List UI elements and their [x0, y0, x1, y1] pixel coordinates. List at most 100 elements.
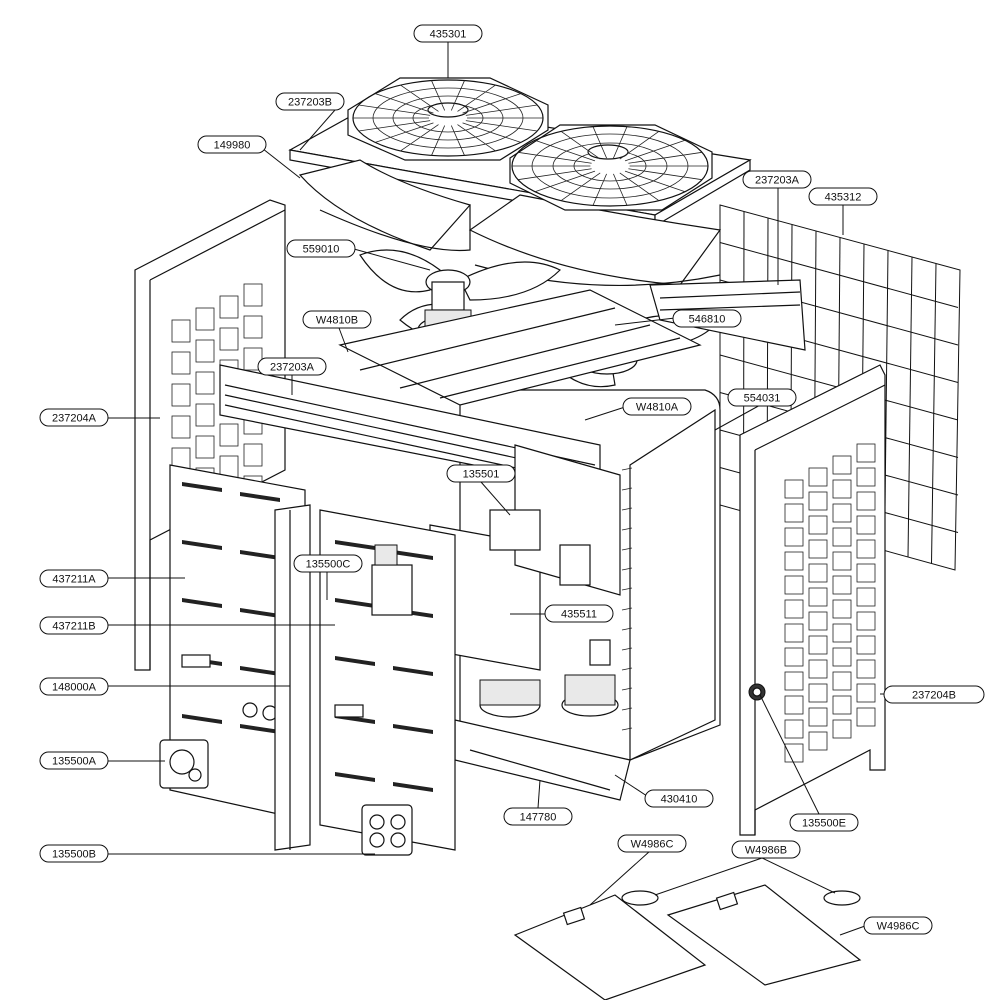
panel-slot	[335, 540, 375, 550]
panel-louver	[171, 351, 191, 375]
guard-spoke	[560, 172, 601, 201]
callout-546810: 546810	[672, 309, 742, 328]
panel-louver	[784, 623, 804, 643]
callout-559010: 559010	[286, 239, 356, 258]
panel-louver	[784, 479, 804, 499]
panel-louver	[784, 647, 804, 667]
guard-spoke	[628, 168, 703, 181]
svg-text:W4810A: W4810A	[636, 402, 679, 414]
center-column-post	[274, 504, 311, 851]
guard-spoke	[592, 173, 607, 206]
panel-louver	[832, 527, 852, 547]
panel-louver	[195, 403, 215, 427]
panel-louver	[808, 587, 828, 607]
guard-spoke	[619, 131, 660, 160]
svg-text:437211A: 437211A	[52, 574, 96, 586]
panel-louver	[856, 635, 876, 655]
guard-spoke	[628, 151, 703, 164]
svg-text:554031: 554031	[744, 393, 781, 405]
panel-louver	[808, 659, 828, 679]
panel-louver	[856, 539, 876, 559]
panel-slot	[393, 550, 433, 560]
coil-fin	[621, 627, 633, 631]
panel-louver	[784, 503, 804, 523]
panel-louver	[808, 611, 828, 631]
callout-435312: 435312	[808, 187, 878, 206]
callout-554031: 554031	[727, 388, 797, 407]
svg-text:135500B: 135500B	[52, 849, 96, 861]
panel-louver	[784, 599, 804, 619]
guard-spoke	[462, 122, 521, 143]
panel-louver	[808, 683, 828, 703]
panel-louver	[808, 515, 828, 535]
fan-shroud-left	[298, 159, 472, 252]
cap-disc-left	[621, 890, 659, 906]
panel-louver	[171, 415, 191, 439]
panel-louver	[832, 479, 852, 499]
coil-fin	[621, 487, 633, 491]
panel-slot	[240, 666, 280, 676]
panel-slot	[335, 772, 375, 782]
guard-spoke	[534, 139, 596, 162]
guard-spoke	[450, 80, 465, 111]
callout-135500B: 135500B	[39, 844, 109, 863]
panel-louver	[784, 743, 804, 763]
callout-237203A-top: 237203A	[742, 170, 812, 189]
panel-louver	[808, 491, 828, 511]
electrical-control-box	[489, 444, 621, 666]
svg-text:435312: 435312	[825, 192, 862, 204]
panel-louver	[832, 623, 852, 643]
guard-spoke	[400, 124, 439, 152]
bottom-cover-right	[666, 884, 862, 986]
guard-spoke	[457, 84, 496, 112]
svg-text:135500A: 135500A	[52, 756, 97, 768]
guard-spoke	[624, 139, 686, 162]
panel-slot	[335, 656, 375, 666]
panel-louver	[219, 295, 239, 319]
panel-louver	[832, 599, 852, 619]
hole-cover-135500A	[159, 739, 209, 789]
callout-135500A: 135500A	[39, 751, 109, 770]
panel-slot	[240, 724, 280, 734]
svg-text:147780: 147780	[520, 812, 557, 824]
leader-lines	[108, 42, 884, 936]
guard-spoke	[457, 124, 496, 152]
callout-237203A-mid: 237203A	[257, 357, 327, 376]
panel-louver	[856, 707, 876, 727]
guard-spoke	[534, 170, 596, 193]
svg-text:135500C: 135500C	[306, 559, 351, 571]
guard-spoke	[517, 168, 592, 181]
guard-spoke	[613, 173, 628, 206]
coil-fin	[621, 467, 633, 471]
panel-louver	[243, 283, 263, 307]
panel-louver	[195, 435, 215, 459]
panel-slot	[393, 782, 433, 792]
panel-louver	[808, 539, 828, 559]
svg-text:237203A: 237203A	[270, 362, 315, 374]
svg-text:559010: 559010	[303, 244, 340, 256]
callout-237204B: 237204B	[883, 685, 985, 704]
panel-louver	[784, 719, 804, 739]
front-panel-left	[169, 464, 306, 821]
callout-W4986C-right: W4986C	[863, 916, 933, 935]
svg-text:437211B: 437211B	[52, 621, 95, 633]
svg-text:237204B: 237204B	[912, 690, 956, 702]
callout-W4810B: W4810B	[302, 310, 372, 329]
coil-fin	[621, 727, 633, 731]
panel-louver	[856, 563, 876, 583]
guard-spoke	[613, 126, 628, 159]
svg-text:149980: 149980	[214, 140, 251, 152]
coil-fin	[621, 687, 633, 691]
fan-guard-right	[509, 124, 713, 211]
panel-louver	[808, 563, 828, 583]
panel-louver	[856, 491, 876, 511]
panel-louver	[243, 315, 263, 339]
guard-spoke	[358, 120, 431, 132]
panel-louver	[832, 719, 852, 739]
panel-louver	[856, 587, 876, 607]
panel-louver	[784, 695, 804, 715]
callout-135501: 135501	[446, 464, 516, 483]
panel-louver	[219, 327, 239, 351]
guard-spoke	[462, 93, 521, 114]
svg-text:135500E: 135500E	[802, 818, 846, 830]
